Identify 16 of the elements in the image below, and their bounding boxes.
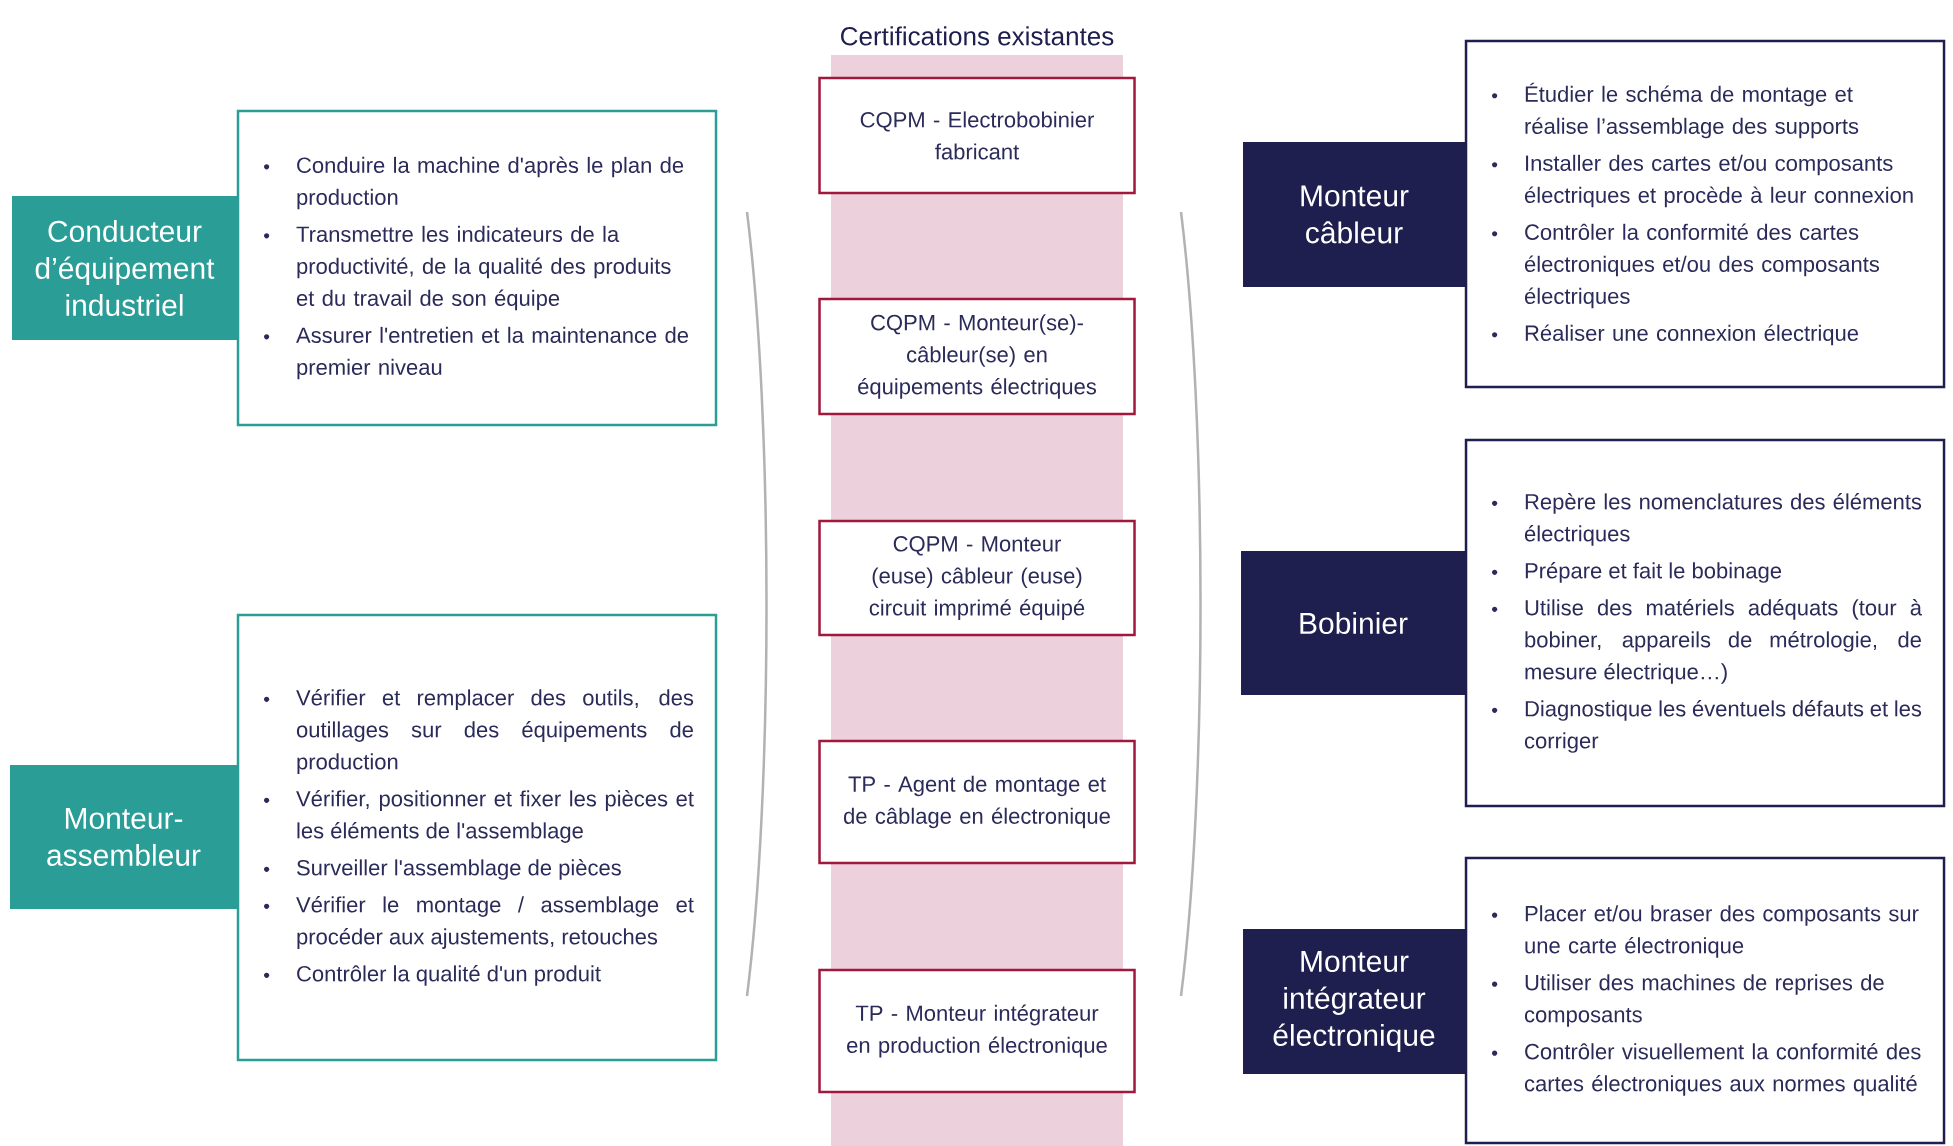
bullet-list-box: Repère les nomenclatures des éléments électriques Prépare et fait le bobinage Utilise des matériels adéquats (tour à bobiner, appareils de métrologie, de mesure électrique…) Diagnostique les éventuels défauts et les corriger <box>1464 438 1946 808</box>
role-label: Bobinier <box>1241 551 1465 695</box>
certification-box: CQPM - Monteur (euse) câbleur (euse) circuit imprimé équipé <box>818 519 1136 637</box>
column-heading: Certifications existantes <box>841 26 1114 46</box>
role-label: Monteur-assembleur <box>10 765 237 909</box>
certification-box: TP - Agent de montage et de câblage en électronique <box>818 739 1136 865</box>
role-label: Conducteur d’équipement industriel <box>12 196 237 340</box>
bullet-list-box: Conduire la machine d'après le plan de production Transmettre les indicateurs de la productivité, de la qualité des produits et du travail de son équipe Assurer l'entretien et la maintenance de premier niveau <box>236 109 718 427</box>
bullet-list-box: Vérifier et remplacer des outils, des outillages sur des équipements de production Vérifier, positionner et fixer les pièces et les éléments de l'assemblage Surveiller l'assemblage de pièces Vérifier le montage / assemblage et procéder aux ajustements, retouches Contrôler la qualité d'un produit <box>236 613 718 1062</box>
bullet-list-box: Placer et/ou braser des composants sur une carte électronique Utiliser des machines de reprises de composants Contrôler visuellement la conformité des cartes électroniques aux normes qualité <box>1464 856 1946 1145</box>
role-label: Monteur intégrateur électronique <box>1243 929 1465 1074</box>
bullet-list-box: Étudier le schéma de montage et réalise l’assemblage des supports Installer des cartes et/ou composants électriques et procède à leur connexion Contrôler la conformité des cartes électroniques et/ou des composants électriques Réaliser une connexion électrique <box>1464 39 1946 389</box>
certification-box: TP - Monteur intégrateur en production électronique <box>818 968 1136 1094</box>
certification-box: CQPM - Monteur(se)-câbleur(se) en équipements électriques <box>818 297 1136 416</box>
certification-box: CQPM - Electrobobinier fabricant <box>818 76 1136 195</box>
role-label: Monteur câbleur <box>1243 142 1465 287</box>
